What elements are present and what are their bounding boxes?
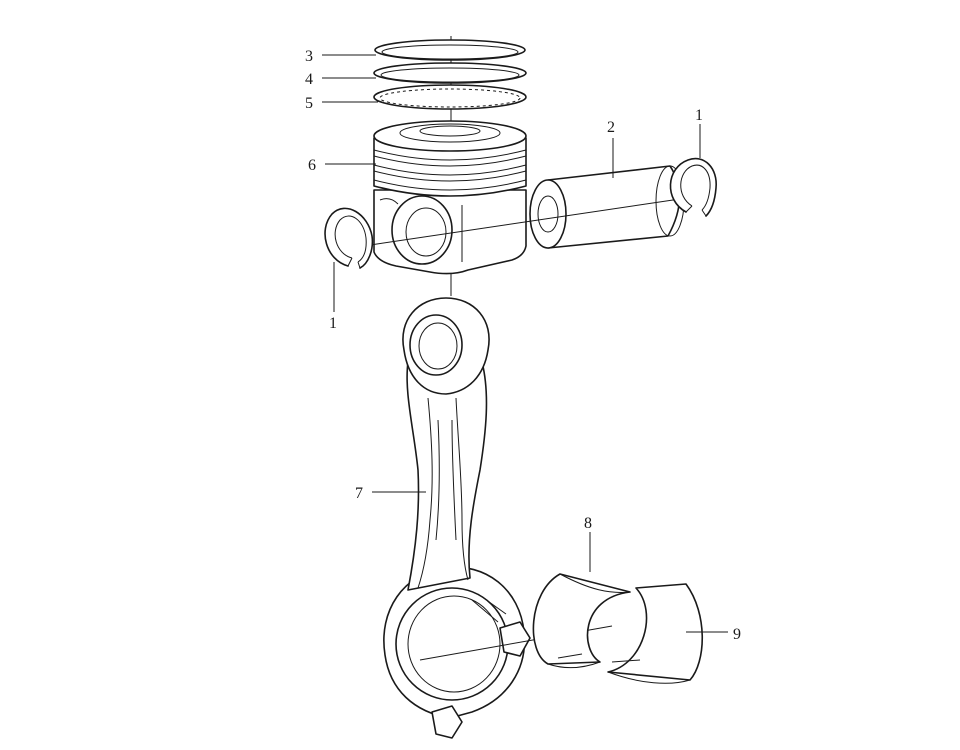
callout-1-right: 1: [695, 107, 703, 124]
callout-6: 6: [308, 157, 316, 174]
piston-pin-2: [529, 165, 685, 249]
bearing-shell-9: [607, 583, 704, 684]
circlip-1-left: [324, 207, 374, 269]
callout-3: 3: [305, 48, 313, 65]
pin-center-axis: [349, 195, 701, 249]
callout-4: 4: [305, 71, 313, 88]
callout-8: 8: [584, 515, 592, 532]
circlip-1-right: [669, 157, 717, 217]
ring-3: [374, 39, 526, 61]
bearing-shell-8: [532, 573, 631, 669]
ring-5: [373, 84, 527, 110]
ring-4: [373, 62, 527, 84]
callout-2: 2: [607, 119, 615, 136]
connecting-rod-7: [383, 297, 531, 739]
callout-9: 9: [733, 626, 741, 643]
callout-1-left: 1: [329, 315, 337, 332]
callout-7: 7: [355, 485, 363, 502]
piston-6: [373, 120, 527, 275]
callout-5: 5: [305, 95, 313, 112]
